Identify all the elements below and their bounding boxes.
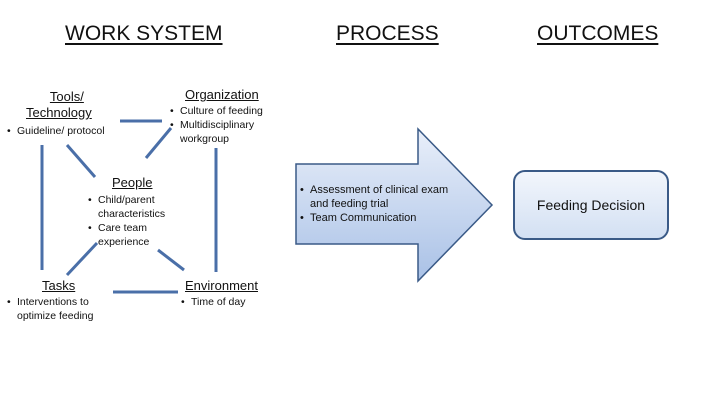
connector-organization-people — [144, 127, 173, 159]
environment-title: Environment — [185, 278, 258, 293]
outcome-box: Feeding Decision — [513, 170, 669, 240]
list-item: Team Communication — [300, 211, 475, 225]
environment-bullets: Time of day — [181, 295, 281, 309]
list-item: Culture of feeding — [170, 104, 285, 118]
tasks-bullets: Interventions to optimize feeding — [7, 295, 107, 323]
list-item: Time of day — [181, 295, 281, 309]
heading-work-system: WORK SYSTEM — [65, 22, 223, 45]
list-item: Multidisciplinary workgroup — [170, 118, 270, 146]
list-item: Guideline/ protocol — [7, 124, 137, 138]
tasks-title: Tasks — [42, 278, 76, 293]
list-item: Assessment of clinical exam and feeding … — [300, 183, 460, 211]
list-item: Care team experience — [88, 221, 168, 249]
organization-title: Organization — [185, 87, 259, 102]
list-item: Child/parent characteristics — [88, 193, 183, 221]
heading-process: PROCESS — [336, 22, 439, 45]
list-item: Interventions to optimize feeding — [7, 295, 107, 323]
tools-bullets: Guideline/ protocol — [7, 124, 137, 138]
people-title: People — [112, 175, 153, 190]
organization-bullets: Culture of feeding Multidisciplinary wor… — [170, 104, 285, 146]
process-bullets: Assessment of clinical exam and feeding … — [300, 183, 475, 225]
people-bullets: Child/parent characteristics Care team e… — [88, 193, 183, 249]
tools-title-line1: Tools/ — [49, 89, 84, 104]
connector-tools-people — [65, 144, 97, 178]
outcome-label: Feeding Decision — [536, 197, 646, 213]
heading-outcomes: OUTCOMES — [537, 22, 659, 45]
tools-title-line2: Technology — [26, 105, 92, 120]
tools-technology-title: Tools/ Technology — [26, 89, 92, 121]
connector-environment-people — [157, 248, 185, 272]
